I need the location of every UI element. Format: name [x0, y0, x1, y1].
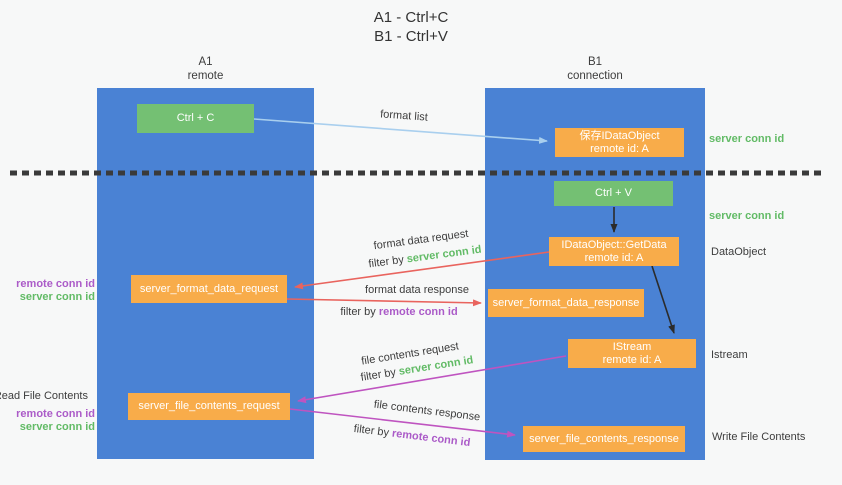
node-server-format-data-request-label: server_format_data_request [139, 282, 279, 295]
label-filter-by-remote-conn-id-1: filter by remote conn id [340, 306, 457, 318]
lane-b-name: B1 [587, 56, 603, 68]
filter-by-text: filter by [367, 253, 405, 271]
node-server-format-data-response-label: server_format_data_response [492, 296, 640, 309]
node-ctrl-c: Ctrl + C [137, 104, 254, 133]
node-save-idataobject: 保存IDataObject remote id: A [555, 128, 684, 157]
lane-b-subtitle: connection [567, 70, 623, 82]
left-label-remote-conn-id-1: remote conn id [16, 278, 95, 290]
right-label-dataobject: DataObject [711, 246, 767, 258]
left-label-server-conn-id-1: server conn id [19, 291, 95, 303]
right-label-server-conn-id-1: server conn id [709, 133, 785, 145]
label-filter-by-remote-conn-id-2: filter by remote conn id [353, 423, 471, 449]
node-server-file-contents-request-label: server_file_contents_request [138, 400, 280, 412]
left-label-remote-conn-id-2: remote conn id [16, 408, 95, 420]
diagram-title: A1 - Ctrl+C B1 - Ctrl+V [300, 8, 522, 46]
node-idataobject-getdata-line2: remote id: A [584, 251, 644, 264]
remote-conn-id-text: remote conn id [378, 306, 458, 318]
filter-by-text: filter by [359, 366, 397, 384]
node-server-format-data-request: server_format_data_request [131, 275, 287, 303]
lane-a-header: A1 remote [97, 55, 314, 83]
left-label-read-file-contents: Read File Contents [0, 390, 88, 402]
lane-b-header: B1 connection [485, 55, 705, 83]
left-label-server-conn-id-2: server conn id [19, 421, 95, 433]
node-istream: IStream remote id: A [568, 339, 696, 368]
node-server-file-contents-response: server_file_contents_response [523, 426, 685, 452]
lane-a-name: A1 [198, 56, 213, 68]
node-server-format-data-response: server_format_data_response [488, 289, 644, 317]
node-ctrl-v: Ctrl + V [554, 181, 673, 206]
node-idataobject-getdata-line1: IDataObject::GetData [561, 238, 667, 251]
remote-conn-id-text: remote conn id [391, 427, 471, 450]
node-istream-line2: remote id: A [602, 353, 662, 366]
filter-by-text: filter by [340, 306, 376, 318]
title-line-1: A1 - Ctrl+C [373, 9, 449, 26]
node-save-idataobject-line2: remote id: A [590, 142, 649, 155]
node-ctrl-v-label: Ctrl + V [595, 187, 632, 199]
arrow-format-data-response [286, 298, 482, 307]
right-label-write-file-contents: Write File Contents [712, 431, 806, 443]
node-istream-line1: IStream [612, 340, 652, 353]
lane-a-subtitle: remote [187, 70, 224, 82]
filter-by-text: filter by [353, 422, 390, 440]
server-conn-id-text: server conn id [406, 243, 483, 266]
right-label-server-conn-id-2: server conn id [709, 210, 785, 222]
node-server-file-contents-response-label: server_file_contents_response [529, 432, 679, 445]
node-ctrl-c-label: Ctrl + C [176, 112, 215, 124]
title-line-2: B1 - Ctrl+V [374, 28, 448, 45]
label-format-list: format list [379, 108, 429, 124]
node-save-idataobject-line1: 保存IDataObject [579, 129, 660, 142]
right-label-istream: Istream [711, 349, 748, 361]
node-server-file-contents-request: server_file_contents_request [128, 393, 290, 420]
label-format-data-response: format data response [365, 284, 469, 296]
node-idataobject-getdata: IDataObject::GetData remote id: A [549, 237, 679, 266]
label-file-contents-response: file contents response [373, 398, 481, 424]
